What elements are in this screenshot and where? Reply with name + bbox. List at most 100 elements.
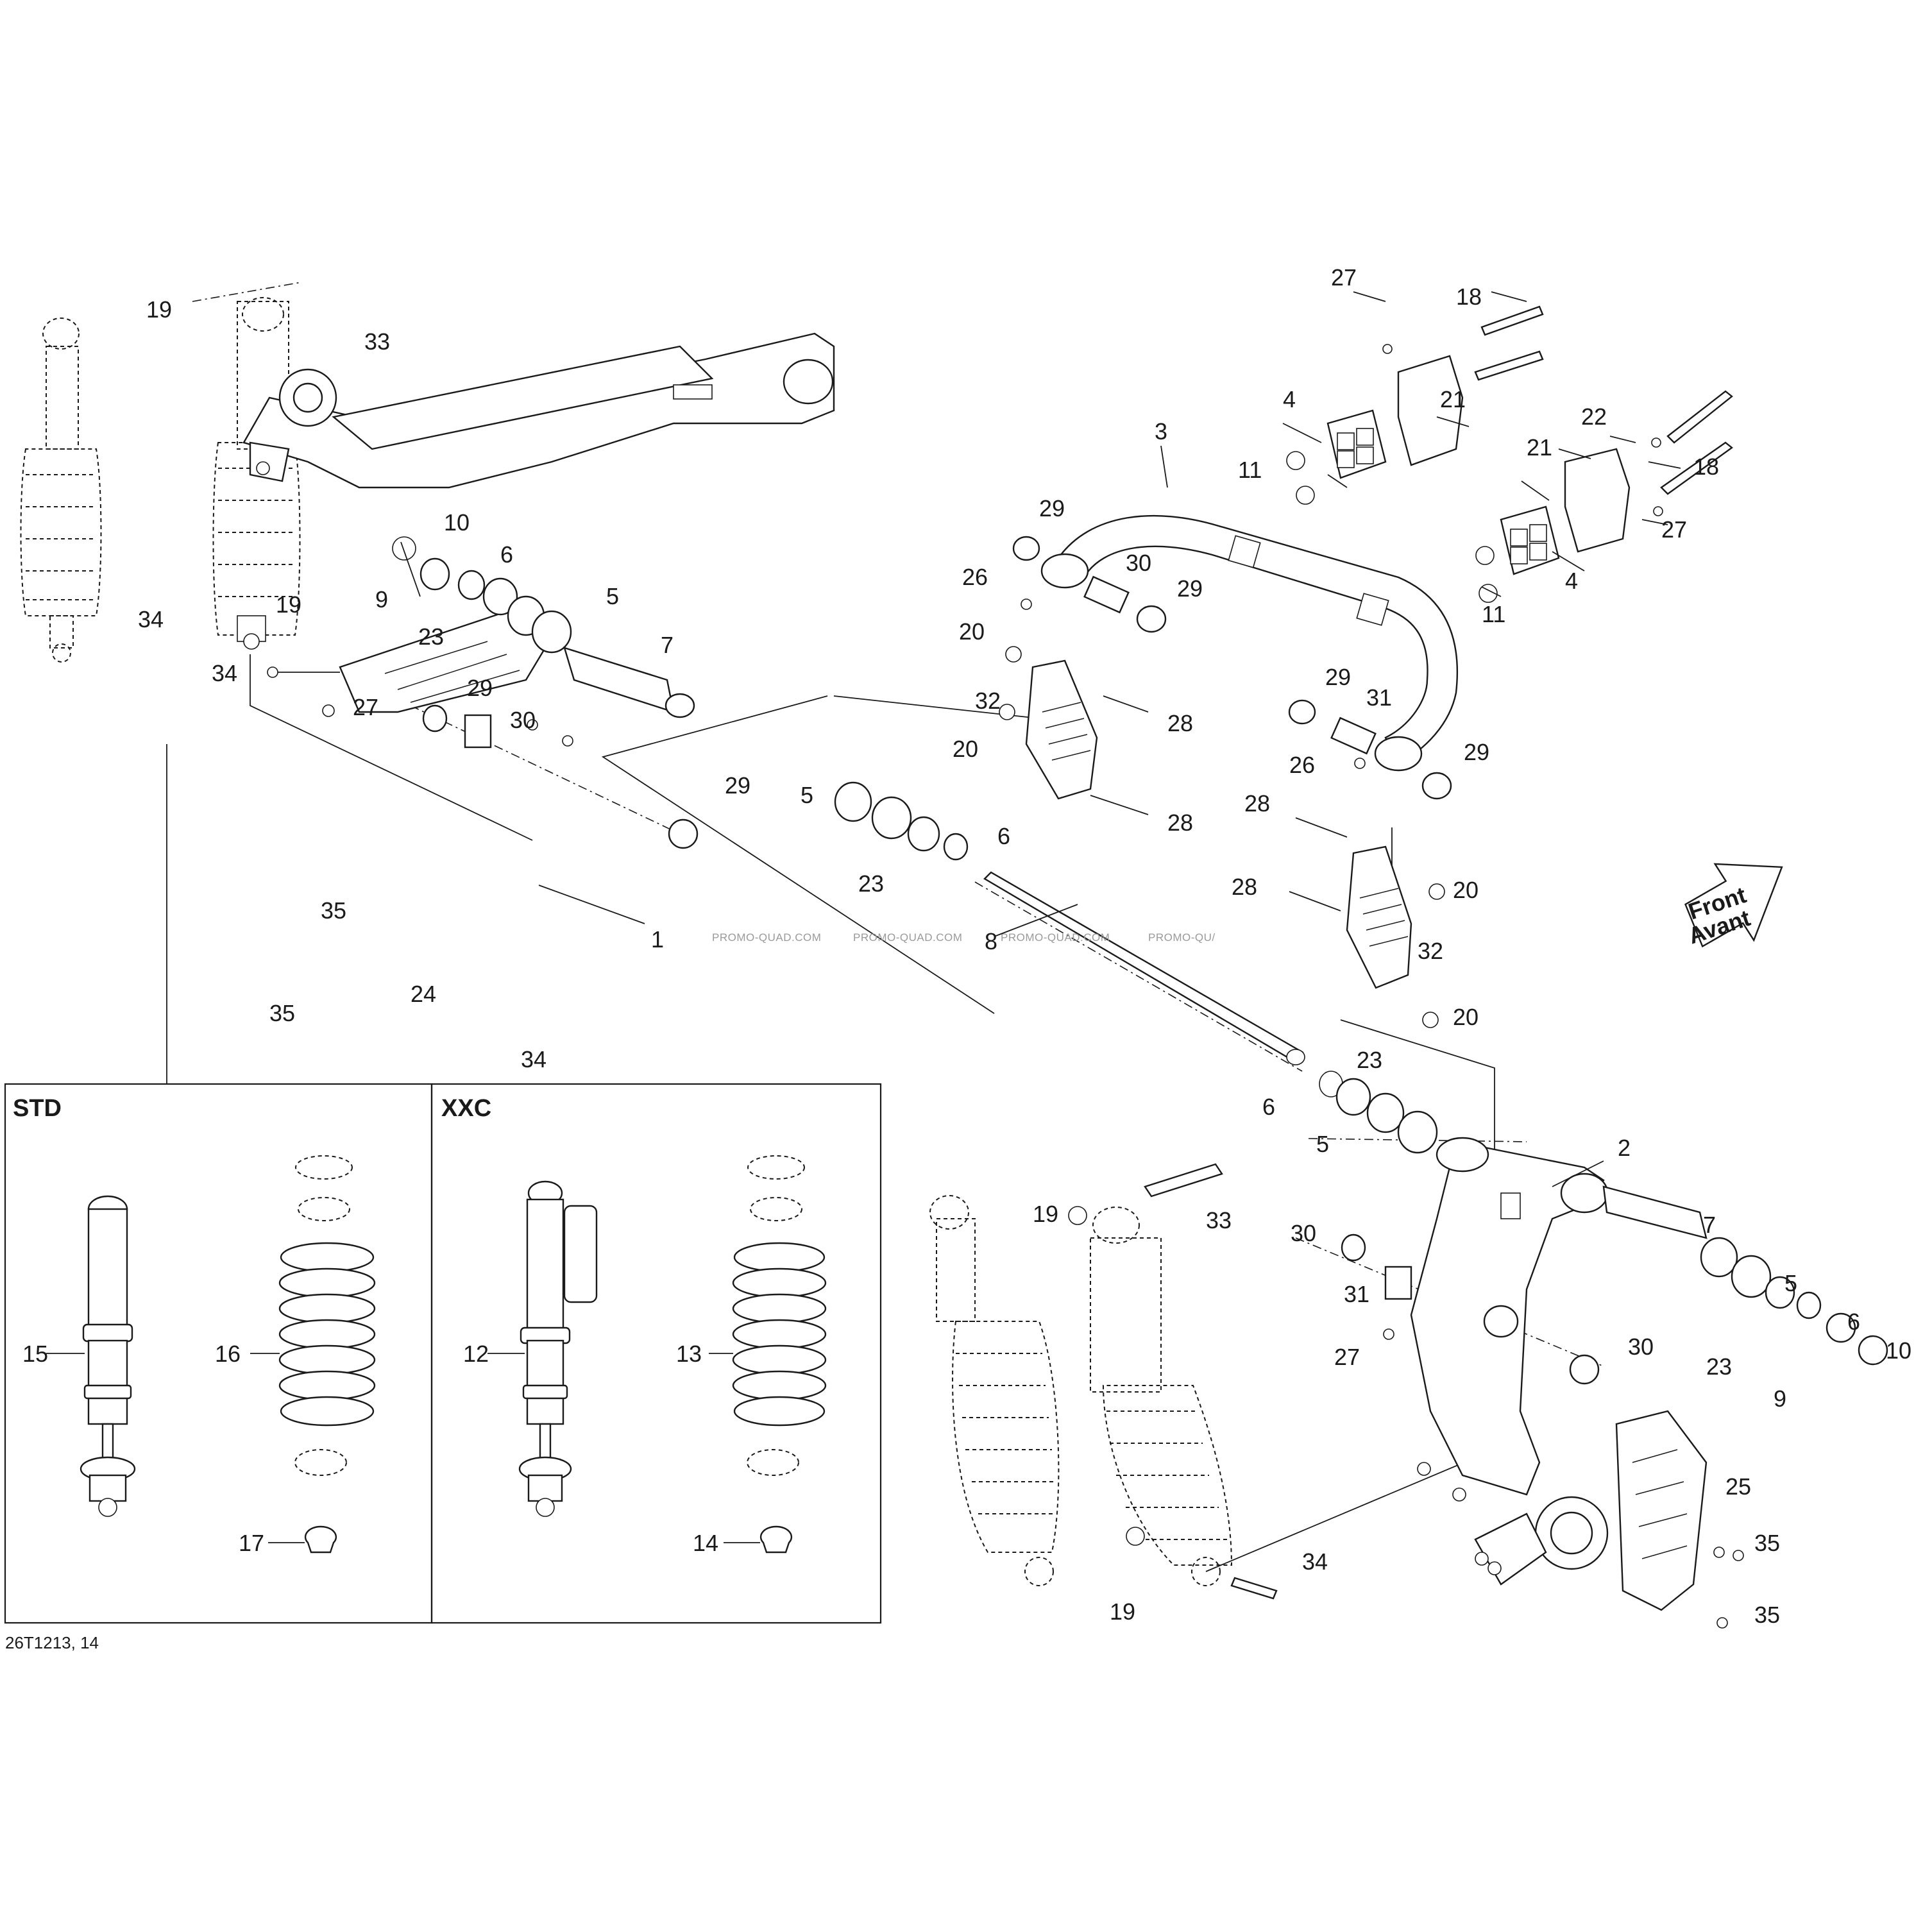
- callout-label: 18: [1693, 453, 1719, 480]
- callout-label: 19: [146, 296, 172, 323]
- swing-arm-right: [1410, 1137, 1609, 1586]
- swing-arm-skid-plate-left: [267, 608, 573, 747]
- callout-label: 29: [725, 772, 750, 799]
- variant-panels: STD XXC: [4, 1083, 882, 1624]
- callout-label: 11: [1238, 457, 1262, 483]
- callout-label: 2: [1618, 1135, 1631, 1161]
- anti-roll-bar-hardware: [999, 536, 1452, 1028]
- anti-roll-bar-link-right: [1289, 817, 1412, 989]
- panel-title-xxc: XXC: [441, 1095, 491, 1122]
- callout-label: 33: [1206, 1207, 1232, 1233]
- callout-label: 6: [1847, 1309, 1860, 1335]
- callout-label: 15: [22, 1341, 48, 1367]
- callout-label: 28: [1244, 790, 1270, 817]
- callout-label: 26: [1289, 752, 1315, 778]
- front-direction-arrow: Front Avant: [1684, 863, 1783, 949]
- callout-label: 19: [1110, 1598, 1135, 1625]
- callout-label: 1: [651, 926, 664, 953]
- callout-label: 28: [1167, 710, 1193, 736]
- callout-label: 12: [463, 1341, 489, 1367]
- callout-label: 28: [1232, 874, 1257, 900]
- callout-label: 34: [138, 606, 164, 632]
- callout-label: 11: [1482, 601, 1505, 627]
- callout-label: 23: [418, 623, 444, 650]
- anti-roll-bar-link-left: [1025, 659, 1149, 815]
- shock-absorber-std: [80, 1195, 136, 1517]
- callout-label: 5: [1784, 1270, 1797, 1296]
- callout-label: 3: [1155, 418, 1167, 445]
- callout-label: 29: [467, 675, 493, 701]
- callout-label: 27: [1331, 264, 1357, 291]
- rear-shock-absorber-left-xxc: [212, 297, 301, 650]
- callout-label: 28: [1167, 809, 1193, 836]
- drawing-reference: 26T1213, 14: [5, 1633, 99, 1652]
- callout-label: 29: [1464, 739, 1489, 765]
- callout-label: 34: [521, 1046, 547, 1072]
- callout-label: 30: [1126, 550, 1151, 576]
- callout-label: 21: [1440, 386, 1466, 412]
- frame-bracket-upper: [1286, 305, 1544, 505]
- callout-label: 9: [375, 586, 388, 613]
- callout-label: 29: [1039, 495, 1065, 521]
- watermarks: PROMO-QUAD.COM PROMO-QUAD.COM PROMO-QUAD…: [712, 931, 1215, 944]
- callout-numbers: 1 2 3 4 4 5 5 5 5 6 6 6 6 7 7 8 9 9 10 1…: [22, 264, 1911, 1628]
- callout-label: 23: [858, 870, 884, 897]
- callout-label: 29: [1177, 575, 1203, 602]
- callout-label: 6: [1262, 1094, 1275, 1120]
- callout-label: 31: [1366, 684, 1392, 711]
- callout-label: 25: [1725, 1473, 1751, 1500]
- swing-arm-skid-plate-right: [1417, 1410, 1744, 1629]
- callout-label: 5: [801, 782, 813, 808]
- callout-label: 9: [1774, 1385, 1786, 1412]
- pivot-shaft: [983, 871, 1305, 1065]
- callout-label: 17: [239, 1530, 264, 1556]
- callout-label: 22: [1581, 403, 1607, 430]
- watermark-text: PROMO-QUAD.COM: [712, 931, 821, 944]
- callout-label: 27: [1334, 1344, 1360, 1370]
- watermark-text: PROMO-QUAD.COM: [853, 931, 962, 944]
- callout-label: 32: [1418, 938, 1443, 964]
- callout-label: 33: [364, 328, 390, 355]
- callout-label: 20: [1453, 1004, 1479, 1030]
- callout-label: 30: [1628, 1334, 1654, 1360]
- spring-xxc: [732, 1155, 827, 1554]
- swing-arm-left: [242, 332, 835, 489]
- callout-label: 35: [269, 1000, 295, 1026]
- callout-label: 35: [321, 897, 346, 924]
- callout-label: 10: [1886, 1337, 1911, 1364]
- callout-label: 7: [1703, 1212, 1716, 1238]
- callout-label: 6: [500, 541, 513, 568]
- callout-label: 24: [411, 981, 436, 1007]
- rear-shock-absorber-right-xxc: [1068, 1163, 1278, 1600]
- callout-label: 5: [606, 583, 619, 609]
- shock-absorber-xxc: [518, 1180, 598, 1517]
- callout-label: 14: [693, 1530, 718, 1556]
- callout-label: 34: [212, 660, 237, 686]
- callout-label: 26: [962, 564, 988, 590]
- callout-label: 20: [1453, 877, 1479, 903]
- anti-roll-bar: [1040, 514, 1459, 772]
- callout-label: 10: [444, 509, 470, 536]
- callout-label: 13: [676, 1341, 702, 1367]
- rear-shock-absorber-left: [20, 318, 102, 663]
- callout-label: 7: [661, 632, 674, 658]
- rear-shock-absorber-right: [929, 1195, 1060, 1586]
- callout-label: 19: [1033, 1201, 1058, 1227]
- callout-label: 35: [1754, 1530, 1780, 1556]
- callout-label: 34: [1302, 1548, 1328, 1575]
- callout-label: 21: [1527, 434, 1552, 461]
- callout-label: 16: [215, 1341, 241, 1367]
- callout-label: 18: [1456, 284, 1482, 310]
- callout-label: 30: [1291, 1220, 1316, 1246]
- leader-lines: [166, 282, 1604, 1572]
- callout-label: 23: [1706, 1353, 1732, 1380]
- callout-label: 6: [997, 823, 1010, 849]
- callout-label: 35: [1754, 1602, 1780, 1628]
- callout-label: 31: [1344, 1281, 1369, 1307]
- panel-title-std: STD: [13, 1095, 62, 1122]
- callout-label: 8: [985, 928, 997, 954]
- callout-label: 19: [276, 591, 301, 618]
- callout-label: 23: [1357, 1047, 1382, 1073]
- callout-label: 32: [975, 688, 1001, 714]
